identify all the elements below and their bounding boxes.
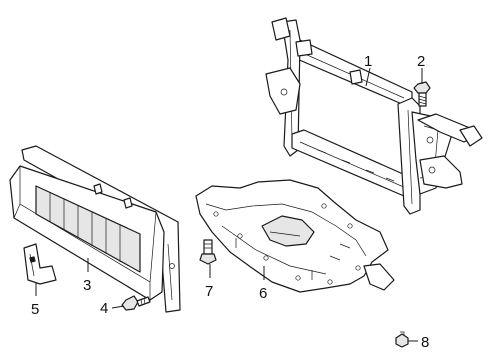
bolt-part-2 <box>413 81 431 107</box>
bracket-part-5 <box>23 243 57 285</box>
radiator-support-frame <box>265 17 483 215</box>
callout-4: 4 <box>100 300 108 317</box>
callout-5: 5 <box>31 301 39 318</box>
callout-1: 1 <box>364 53 372 70</box>
air-guide-deflector <box>9 145 181 313</box>
callout-8: 8 <box>421 334 429 351</box>
clip-part-7 <box>199 239 217 265</box>
callout-2: 2 <box>417 53 425 70</box>
leader-line-4 <box>111 305 125 309</box>
screw-part-4 <box>121 295 151 311</box>
callout-7: 7 <box>205 283 213 300</box>
nut-part-8 <box>395 331 409 348</box>
callout-3: 3 <box>83 277 91 294</box>
leader-line-1 <box>365 67 371 87</box>
callout-6: 6 <box>259 285 267 302</box>
under-engine-cover <box>195 179 395 293</box>
